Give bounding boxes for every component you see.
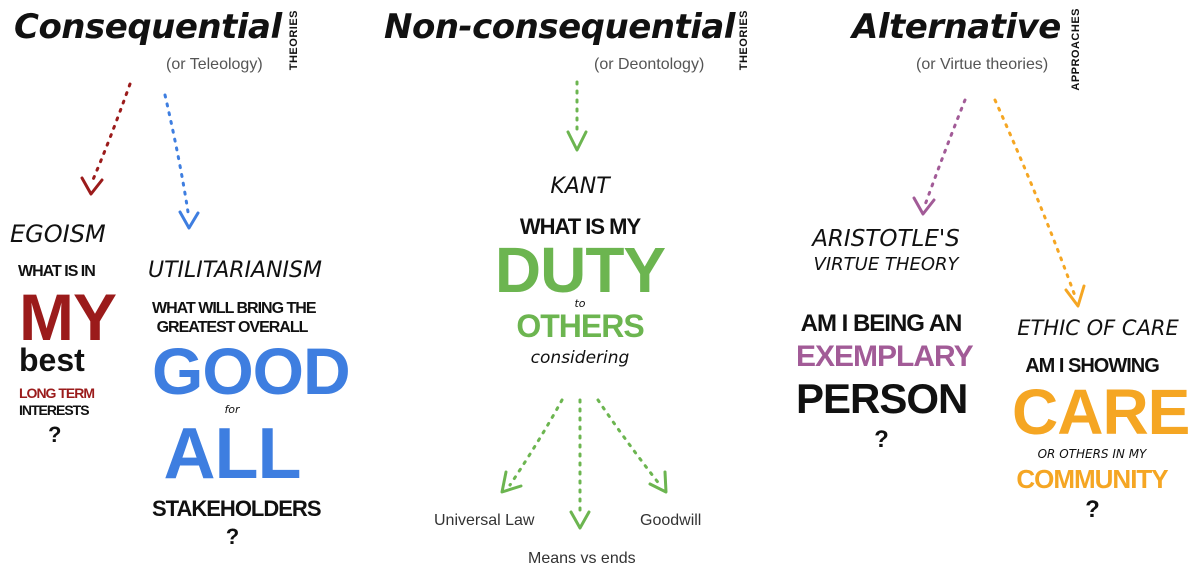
care-others: OR OTHERS IN MY: [1037, 447, 1147, 461]
consequential-title: Consequential: [14, 7, 282, 47]
utilitarianism-all: ALL: [163, 414, 302, 494]
kant-line1: WHAT IS MY: [519, 214, 641, 239]
arrowhead-utilitarianism: [178, 210, 200, 230]
aristotle-exemplary: EXEMPLARY: [796, 340, 974, 373]
alternative-side-label: APPROACHES: [1070, 8, 1082, 91]
arrowhead-universal-law: [500, 470, 523, 494]
aristotle-question: ?: [874, 426, 889, 453]
egoism-heading: EGOISM: [10, 220, 106, 248]
nonconsequential-subtitle: (or Deontology): [594, 56, 705, 73]
kant-others: OTHERS: [516, 308, 644, 344]
utilitarianism-stakeholders: STAKEHOLDERS: [152, 496, 322, 521]
arrow-to-goodwill: [596, 398, 662, 487]
arrow-to-aristotle: [923, 98, 967, 207]
aristotle-line1: AM I BEING AN: [800, 310, 963, 337]
branch-universal-law: Universal Law: [434, 512, 535, 529]
branch-goodwill: Goodwill: [640, 512, 702, 529]
kant-considering: considering: [530, 348, 630, 368]
arrowhead-means-vs-ends: [569, 510, 591, 530]
utilitarianism-question: ?: [225, 524, 239, 549]
utilitarianism-line2: GREATEST OVERALL: [156, 319, 309, 336]
consequential-side-label: THEORIES: [288, 10, 300, 71]
arrow-to-utilitarianism: [163, 93, 190, 214]
kant-duty: DUTY: [494, 234, 666, 306]
egoism-best: best: [19, 342, 85, 378]
aristotle-person: PERSON: [796, 375, 968, 422]
arrow-to-egoism: [90, 82, 132, 184]
arrow-to-ethic-of-care: [993, 98, 1077, 298]
care-heading: ETHIC OF CARE: [1017, 316, 1179, 340]
arrowhead-kant: [566, 130, 588, 152]
utilitarianism-line1: WHAT WILL BRING THE: [152, 300, 317, 317]
utilitarianism-for: for: [224, 403, 240, 416]
utilitarianism-heading: UTILITARIANISM: [148, 258, 322, 283]
care-question: ?: [1085, 496, 1100, 523]
egoism-my: MY: [19, 280, 117, 354]
alternative-title: Alternative: [852, 7, 1061, 47]
arrowhead-goodwill: [648, 470, 668, 494]
nonconsequential-title: Non-consequential: [384, 7, 735, 47]
arrowhead-ethic-of-care: [1064, 284, 1086, 308]
egoism-interests: INTERESTS: [19, 402, 90, 418]
arrow-to-universal-law: [508, 398, 564, 487]
utilitarianism-good: GOOD: [152, 334, 351, 408]
care-line1: AM I SHOWING: [1025, 355, 1160, 377]
nonconsequential-side-label: THEORIES: [738, 10, 750, 71]
aristotle-heading-line2: VIRTUE THEORY: [813, 254, 959, 275]
branch-means-vs-ends: Means vs ends: [528, 550, 636, 567]
kant-to: to: [574, 297, 586, 310]
aristotle-heading-line1: ARISTOTLE'S: [812, 226, 960, 252]
egoism-line1: WHAT IS IN: [18, 263, 96, 280]
egoism-question: ?: [48, 422, 61, 447]
consequential-subtitle: (or Teleology): [166, 56, 263, 73]
care-community: COMMUNITY: [1016, 464, 1168, 494]
alternative-subtitle: (or Virtue theories): [916, 56, 1049, 73]
arrowhead-aristotle: [912, 196, 936, 216]
egoism-long-term: LONG TERM: [19, 385, 95, 401]
care-care: CARE: [1012, 376, 1190, 448]
kant-heading: KANT: [550, 174, 610, 199]
arrowhead-egoism: [80, 176, 104, 196]
